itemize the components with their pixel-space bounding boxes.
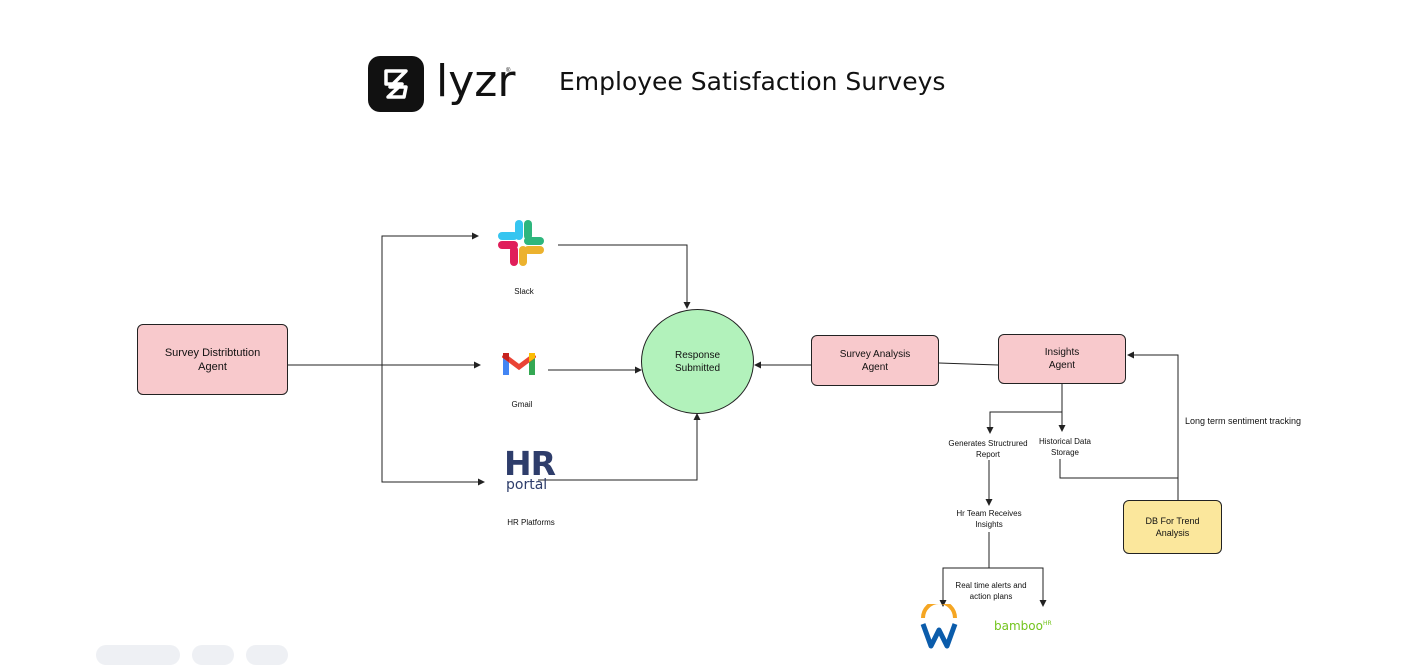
toolbar-pill[interactable]: [246, 645, 288, 665]
hr-portal-logo-bottom: portal: [506, 477, 548, 493]
hr-team-label: Hr Team Receives Insights: [956, 509, 1022, 529]
historical-storage-label: Historical Data Storage: [1038, 437, 1091, 457]
gmail-icon: [501, 350, 537, 376]
long-term-tracking-label: Long term sentiment tracking: [1185, 416, 1302, 426]
brand-name: lyzr: [436, 56, 516, 107]
toolbar-pill[interactable]: [192, 645, 234, 665]
survey-distribution-agent-node[interactable]: Survey Distribtution Agent: [137, 324, 288, 395]
hr-portal-logo-top: HR: [504, 444, 556, 483]
hr-portal-logo: HR portal: [504, 444, 556, 496]
trademark-mark: ®: [506, 68, 511, 74]
hr-platforms-label: HR Platforms: [507, 518, 555, 527]
structured-report-label: Generates Structrured Report: [948, 439, 1028, 459]
workday-logo: [919, 600, 959, 650]
insights-agent-node[interactable]: Insights Agent: [998, 334, 1126, 384]
gmail-label: Gmail: [511, 400, 533, 409]
alerts-label: Real time alerts and action plans: [955, 581, 1027, 601]
lyzr-logo-icon: [368, 56, 424, 112]
survey-analysis-agent-node[interactable]: Survey Analysis Agent: [811, 335, 939, 386]
toolbar-pill[interactable]: [96, 645, 180, 665]
response-submitted-node[interactable]: Response Submitted: [641, 309, 754, 414]
slack-label: Slack: [514, 287, 534, 296]
bamboohr-logo: bambooHR: [994, 619, 1052, 633]
db-trend-analysis-node[interactable]: DB For Trend Analysis: [1123, 500, 1222, 554]
slack-icon: [496, 218, 546, 268]
bamboohr-logo-text: bamboo: [994, 619, 1043, 633]
bamboohr-logo-suffix: HR: [1042, 620, 1052, 627]
page-title: Employee Satisfaction Surveys: [559, 67, 946, 96]
